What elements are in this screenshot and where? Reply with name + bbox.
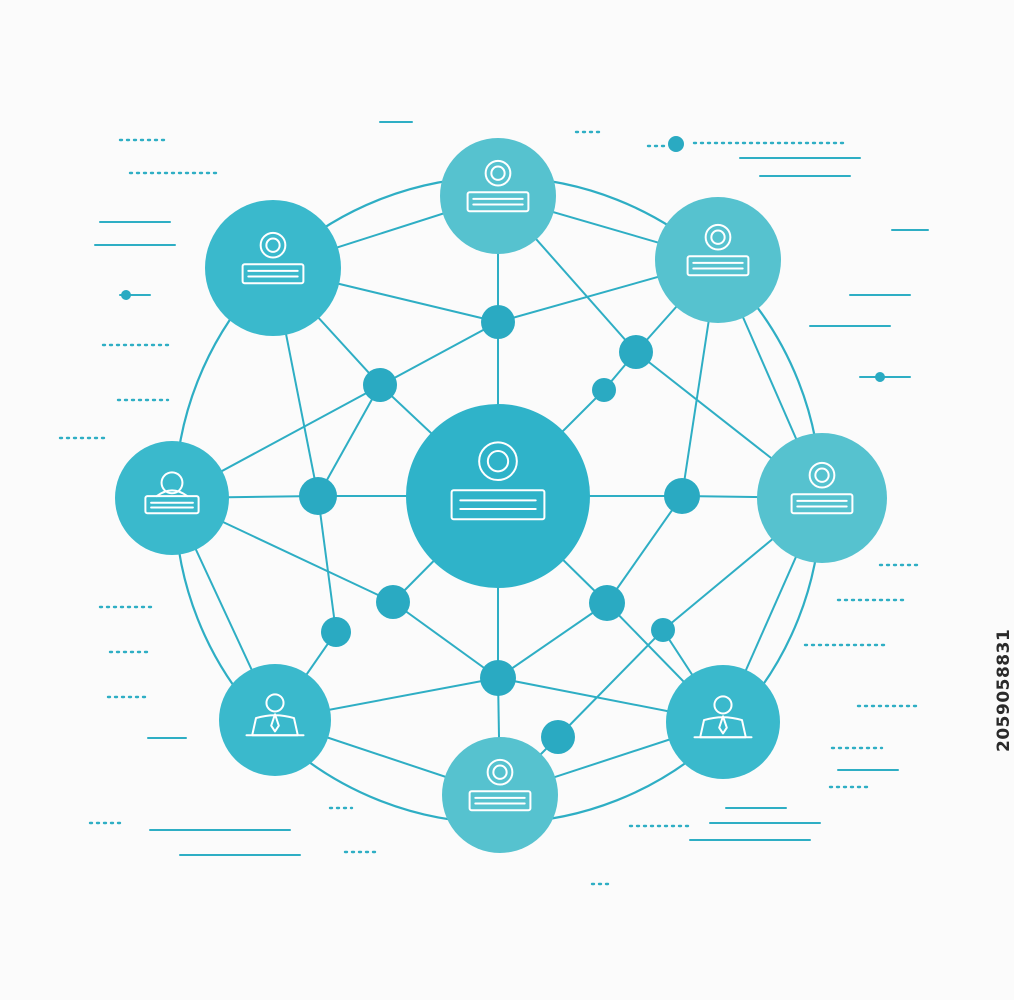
junction-dot — [321, 617, 351, 647]
junction-dot — [589, 585, 625, 621]
businessperson-icon — [693, 695, 753, 739]
person-nodes — [115, 138, 887, 853]
person-card-icon — [450, 441, 546, 521]
node-circle — [406, 404, 590, 588]
person-card-icon — [466, 159, 530, 213]
person-node-left — [115, 441, 229, 555]
junction-dot — [299, 477, 337, 515]
junction-dot — [541, 720, 575, 754]
hub-node — [406, 404, 590, 588]
junction-dot — [651, 618, 675, 642]
connection-line — [606, 495, 683, 604]
person-node-top-right — [655, 197, 781, 323]
junction-dot — [664, 478, 700, 514]
connection-line — [497, 602, 608, 679]
connection-line — [317, 495, 337, 633]
node-circle — [666, 665, 780, 779]
junction-dot — [363, 368, 397, 402]
person-node-bottom — [442, 737, 558, 853]
decorative-dashes — [58, 121, 929, 886]
decorative-dot — [668, 136, 684, 152]
connection-line — [171, 321, 499, 499]
node-circle — [442, 737, 558, 853]
person-node-bottom-right — [666, 665, 780, 779]
node-circle — [205, 200, 341, 336]
businessperson-icon — [245, 693, 305, 737]
person-node-bottom-left — [219, 664, 331, 776]
person-desk-icon — [144, 471, 200, 515]
connection-line — [317, 384, 381, 497]
person-card-icon — [686, 223, 750, 277]
node-circle — [115, 441, 229, 555]
stock-id-text: 2059058831 — [994, 628, 1014, 752]
decorative-dot — [121, 290, 131, 300]
junction-dot — [481, 305, 515, 339]
decorative-dot — [875, 372, 885, 382]
junction-dot — [592, 378, 616, 402]
node-circle — [757, 433, 887, 563]
junction-dot — [619, 335, 653, 369]
person-node-top — [440, 138, 556, 254]
node-circle — [655, 197, 781, 323]
junction-dots — [299, 305, 700, 754]
person-node-right — [757, 433, 887, 563]
junction-dot — [376, 585, 410, 619]
person-node-top-left — [205, 200, 341, 336]
connection-line — [557, 629, 664, 738]
connection-line — [392, 601, 499, 679]
junction-dot — [480, 660, 516, 696]
node-circle — [440, 138, 556, 254]
person-card-icon — [790, 461, 854, 515]
person-card-icon — [241, 231, 305, 285]
person-card-icon — [468, 758, 532, 812]
node-circle — [219, 664, 331, 776]
